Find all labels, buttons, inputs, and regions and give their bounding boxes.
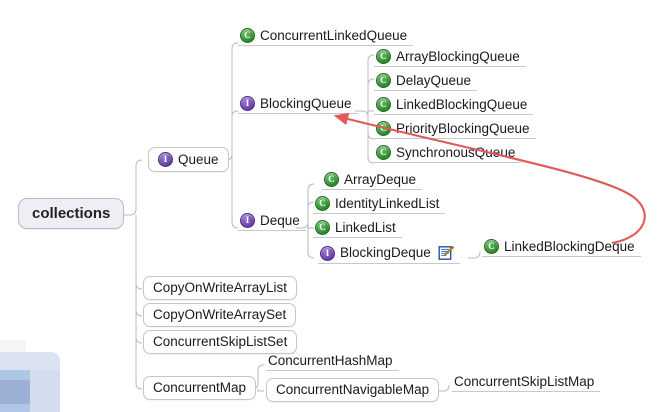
node-priorityblockingqueue[interactable]: C PriorityBlockingQueue: [374, 119, 536, 139]
node-label: SynchronousQueue: [396, 144, 516, 160]
node-linkedblockingdeque[interactable]: C LinkedBlockingDeque: [482, 237, 641, 257]
node-label: LinkedList: [335, 219, 396, 235]
node-label: ConcurrentLinkedQueue: [260, 27, 408, 43]
node-label: IdentityLinkedList: [335, 195, 440, 211]
node-concurrentlinkedqueue[interactable]: C ConcurrentLinkedQueue: [238, 26, 414, 46]
class-icon: C: [376, 121, 391, 136]
note-edit-icon[interactable]: [438, 245, 454, 261]
interface-icon: I: [240, 213, 255, 228]
class-icon: C: [315, 196, 330, 211]
node-label: ConcurrentNavigableMap: [276, 382, 430, 397]
node-label: ConcurrentSkipListSet: [153, 334, 288, 349]
node-concurrenthashmap[interactable]: ConcurrentHashMap: [266, 352, 399, 371]
node-label: CopyOnWriteArrayList: [153, 280, 288, 295]
node-label: Queue: [178, 151, 219, 167]
node-synchronousqueue[interactable]: C SynchronousQueue: [374, 143, 522, 163]
class-icon: C: [376, 49, 391, 64]
node-blockingqueue[interactable]: I BlockingQueue: [238, 94, 358, 114]
node-label: BlockingDeque: [340, 245, 431, 261]
node-label: LinkedBlockingQueue: [396, 96, 528, 112]
node-label: ConcurrentHashMap: [268, 353, 393, 368]
node-arraydeque[interactable]: C ArrayDeque: [322, 170, 423, 190]
node-label: ConcurrentMap: [153, 380, 247, 395]
class-icon: C: [484, 239, 499, 254]
node-concurrentskiplistset[interactable]: ConcurrentSkipListSet: [143, 330, 298, 354]
node-label: LinkedBlockingDeque: [504, 238, 635, 254]
node-label: CopyOnWriteArraySet: [153, 307, 287, 322]
background-window-pane-inner: [0, 380, 30, 404]
node-label: DelayQueue: [396, 72, 472, 88]
node-collections[interactable]: collections: [18, 198, 125, 229]
node-delayqueue[interactable]: C DelayQueue: [374, 71, 478, 91]
interface-icon: I: [320, 245, 335, 261]
node-label: collections: [32, 205, 111, 222]
node-linkedblockingqueue[interactable]: C LinkedBlockingQueue: [374, 95, 534, 115]
node-queue[interactable]: I Queue: [148, 147, 229, 172]
class-icon: C: [240, 28, 255, 43]
node-label: ArrayBlockingQueue: [396, 48, 520, 64]
background-window-edge: [0, 340, 26, 354]
class-icon: C: [324, 172, 339, 187]
node-copyonwritearrayset[interactable]: CopyOnWriteArraySet: [143, 303, 297, 327]
interface-icon: I: [158, 152, 173, 167]
node-label: ArrayDeque: [344, 171, 417, 187]
node-label: ConcurrentSkipListMap: [454, 374, 595, 389]
class-icon: C: [376, 145, 391, 160]
node-concurrentmap[interactable]: ConcurrentMap: [143, 376, 257, 400]
background-window: [0, 352, 60, 412]
node-deque[interactable]: I Deque: [238, 211, 306, 231]
node-label: BlockingQueue: [260, 95, 352, 111]
node-label: Deque: [260, 212, 300, 228]
node-concurrentskiplistmap[interactable]: ConcurrentSkipListMap: [452, 373, 601, 392]
class-icon: C: [376, 97, 391, 112]
node-identitylinkedlist[interactable]: C IdentityLinkedList: [313, 194, 446, 214]
background-window-pane-outer: [30, 370, 60, 412]
class-icon: C: [315, 220, 330, 235]
node-blockingdeque[interactable]: I BlockingDeque: [318, 243, 460, 264]
node-linkedlist[interactable]: C LinkedList: [313, 218, 402, 238]
class-icon: C: [376, 73, 391, 88]
node-concurrentnavigablemap[interactable]: ConcurrentNavigableMap: [266, 378, 440, 402]
interface-icon: I: [240, 96, 255, 111]
background-window-titlebar: [0, 352, 60, 370]
node-copyonwritearraylist[interactable]: CopyOnWriteArrayList: [143, 276, 298, 300]
node-arrayblockingqueue[interactable]: C ArrayBlockingQueue: [374, 47, 526, 67]
node-label: PriorityBlockingQueue: [396, 120, 530, 136]
